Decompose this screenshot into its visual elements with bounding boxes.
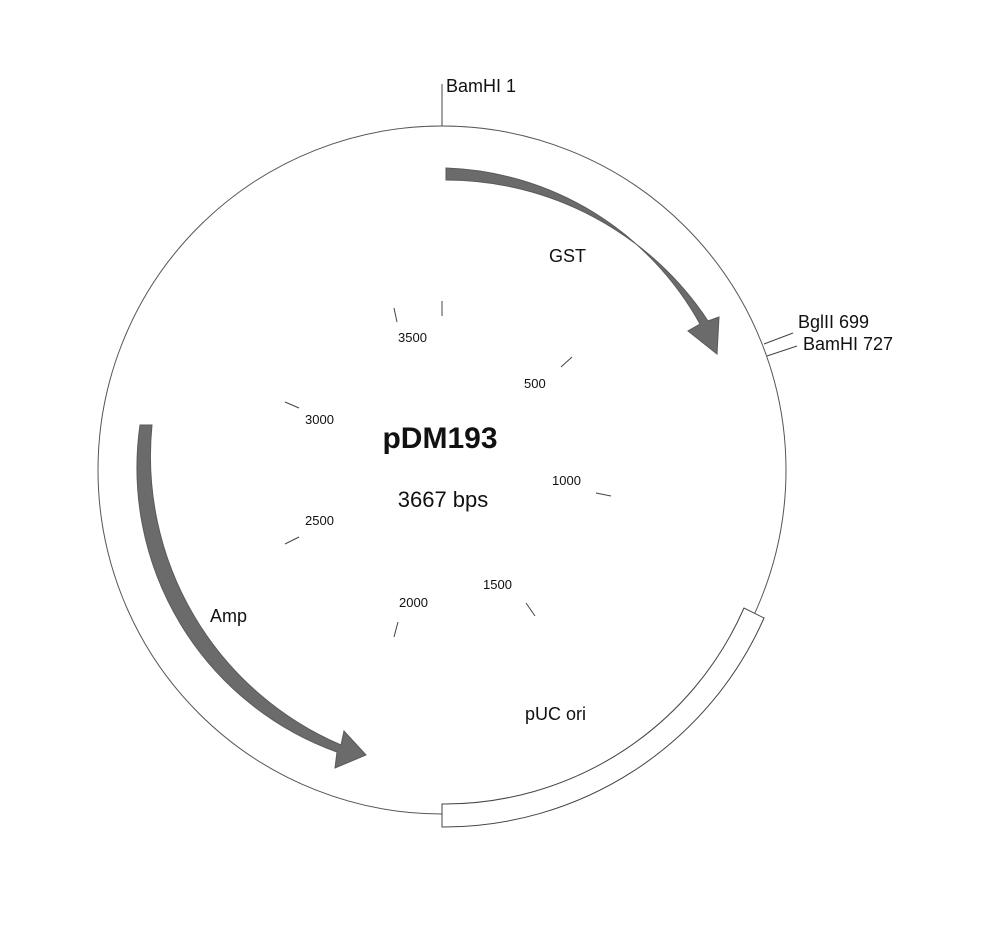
tick-label-2500: 2500 [305,513,334,528]
tick-mark-3000 [284,401,300,409]
site-label-bamhi-727: BamHI 727 [803,334,893,354]
tick-label-2000: 2000 [399,595,428,610]
tick-label-3500: 3500 [398,330,427,345]
site-marker-bamhi-727 [766,345,798,357]
site-label-bglii-699: BglII 699 [798,312,869,332]
feature-label-amp: Amp [210,606,247,626]
tick-label-1000: 1000 [552,473,581,488]
plasmid-size-label: 3667 bps [398,487,489,512]
tick-mark-1000 [595,492,612,497]
puc-ori-feature-box [441,607,765,828]
tick-mark-500 [560,356,573,368]
tick-mark-3500 [393,307,398,323]
tick-mark-2500 [284,536,300,545]
tick-label-500: 500 [524,376,546,391]
feature-label-puc-ori: pUC ori [525,704,586,724]
tick-mark-1500 [525,602,536,617]
tick-label-1500: 1500 [483,577,512,592]
site-marker-bglii-699 [763,332,794,345]
plasmid-name-title: pDM193 [382,422,497,455]
gst-feature-arrow [445,167,720,355]
tick-label-3000: 3000 [305,412,334,427]
amp-feature-arrow [136,424,367,769]
site-label-bamhi-1: BamHI 1 [446,76,516,96]
tick-mark-2000 [393,621,399,638]
feature-label-gst: GST [549,246,586,266]
